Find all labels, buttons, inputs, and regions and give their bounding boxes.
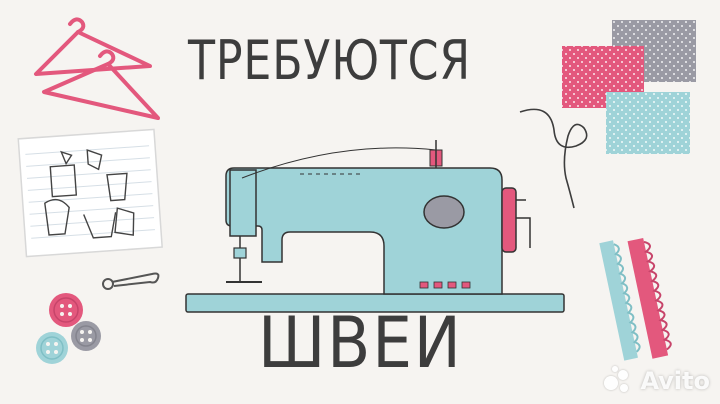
- sewing-machine-icon: [185, 140, 565, 313]
- headline-bottom: ШВЕИ: [258, 302, 463, 384]
- avito-watermark: Avito: [604, 366, 710, 396]
- button-icon: [36, 293, 101, 364]
- fabric-swatch-icon: [562, 20, 696, 154]
- sketch-paper-icon: [17, 128, 163, 258]
- lace-trim-icon: [599, 237, 672, 361]
- avito-logo-icon: [604, 366, 634, 396]
- watermark-text: Avito: [640, 367, 710, 395]
- headline-top: ТРЕБУЮТСЯ: [188, 29, 472, 92]
- safety-pin-icon: [102, 272, 160, 290]
- hanger-icon: [34, 17, 160, 120]
